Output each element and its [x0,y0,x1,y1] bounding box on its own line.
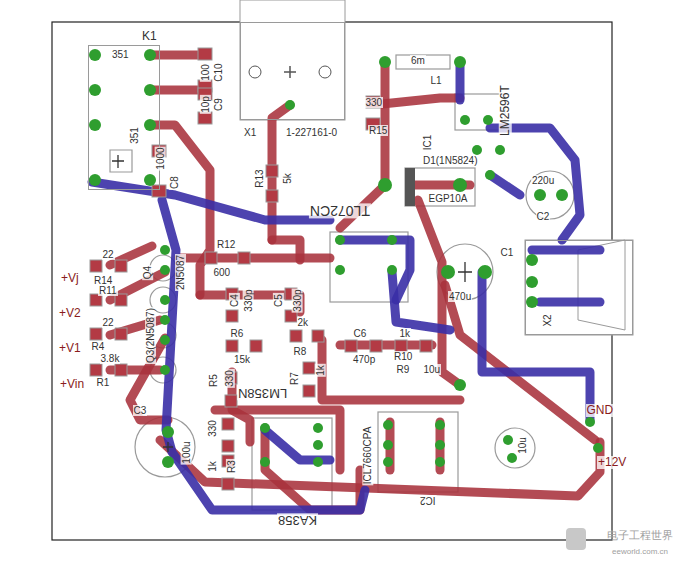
part-label: 1k [399,328,412,339]
part-label: 100u [181,440,192,464]
part-label: R11 [98,285,118,296]
part-label: Q4 [142,264,153,279]
part-label: R6 [230,328,245,339]
part-label: 2N5087 [175,253,186,290]
part-label: 10u [516,436,527,455]
part-label: 1k [206,460,217,473]
part-label: 220u [531,175,555,186]
bottom-trace [92,62,600,510]
connector-outline: X11-227161-0 [240,22,345,120]
part-label: R4 [91,341,106,352]
part-value: 1-227161-0 [285,127,338,138]
connector-body [240,0,345,120]
signal-name: +V1 [58,342,82,355]
part-label: R7 [288,371,299,386]
part-label: ICL7660CPA [362,425,373,485]
part-label: R5 [207,373,218,388]
part-label: R12 [216,239,236,250]
part-label: R9 [396,364,411,375]
part-label: R1 [96,377,111,388]
part-label: 10u [423,364,442,375]
part-label: R13 [254,168,265,188]
smd-pad [90,48,432,490]
part-label: LM2596T [498,84,511,137]
part-label: R8 [293,346,308,357]
part-label: 330 [206,419,217,438]
plus-mark [284,66,296,78]
signal-name: +12V [597,456,627,469]
watermark: eeworld.com.cn [611,548,669,557]
polarity-mark [112,155,472,452]
part-label: 600 [213,267,232,278]
part-label: 2k [297,317,310,328]
part-name: X1 [243,127,257,138]
part-label: R3 [225,459,236,474]
part-label: 100 [199,63,210,82]
signal-name: +Vin [59,378,85,391]
part-name: X2 [542,313,553,327]
part-label: C10 [213,62,224,82]
part-label: 15k [233,354,251,365]
part-label: R15 [368,125,388,136]
part-label: C6 [353,328,368,339]
part-label: 22 [102,249,115,260]
part-label: C1 [500,247,515,258]
relay-outline: K1351351 [88,45,160,190]
signal-name: GND [586,404,615,417]
signal-name: +V2 [58,307,82,320]
part-label: R10 [393,351,413,362]
part-label: EGP10A [428,193,469,204]
part-label: 5k [281,172,292,185]
watermark-icon [566,528,586,550]
part-label: 10p [199,95,210,114]
part-label: 22 [102,317,115,328]
part-label: IC1 [422,133,433,151]
connector-hole [249,66,261,78]
part-label: LM358N [237,386,288,400]
part-label: 330 [365,97,384,108]
part-label: C5 [272,293,283,308]
top-trace [110,55,600,510]
part-label: 6m [410,55,426,66]
part-label: L1 [430,75,443,86]
part-label: C2 [536,211,551,222]
part-label: Q3(2N5087) [145,306,156,363]
part-label: 330p [292,288,303,312]
part-value: 351 [129,126,140,145]
part-label: TL072CN [309,203,371,218]
part-label: 3.8k [100,353,121,364]
watermark: 电子工程世界 [606,529,674,541]
part-label: 1000 [155,146,166,170]
connector-outline: X2 [525,240,633,335]
part-name: K1 [141,30,158,43]
part-label: 470p [352,354,376,365]
part-label: IC2 [419,495,437,506]
part-value: 351 [111,49,130,60]
part-label: C9 [212,97,223,112]
connector-hole [319,66,331,78]
diode-band [405,168,415,206]
connector-body [525,240,633,335]
signal-name: +Vj [60,272,80,285]
part-label: C8 [168,175,179,190]
part-label: C4 [228,293,239,308]
part-label: C3 [133,405,148,416]
part-label: KA358 [277,513,318,527]
part-label: 330 [223,369,234,388]
part-label: 1k [314,364,325,377]
part-label: 470u [448,291,472,302]
silkscreen [110,55,574,510]
part-label: D1(1N5824) [422,155,478,166]
part-label: 330p [243,288,254,312]
